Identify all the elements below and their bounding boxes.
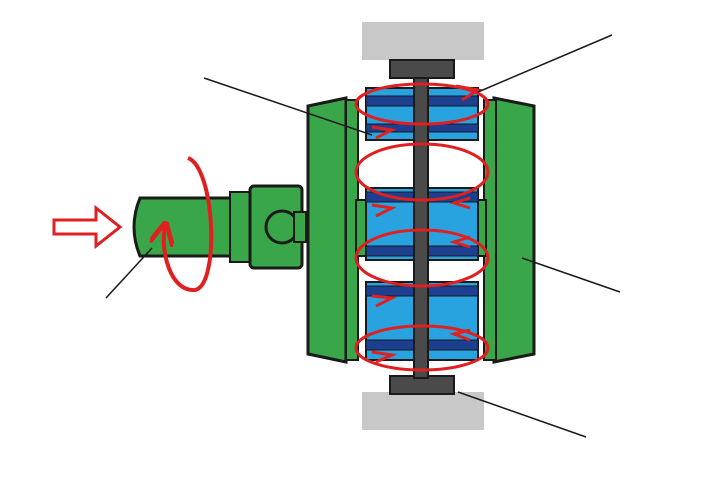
top-bearing bbox=[389, 59, 455, 79]
leader-line bbox=[203, 77, 373, 136]
input-arrow-icon bbox=[52, 204, 123, 250]
flow-loop-icon bbox=[354, 82, 490, 126]
flow-arrowhead bbox=[371, 294, 398, 308]
joint-yoke bbox=[293, 211, 307, 243]
flow-arrowhead bbox=[371, 125, 397, 140]
flow-arrowhead bbox=[448, 196, 471, 210]
leader-line bbox=[521, 257, 621, 293]
flow-loop-icon bbox=[354, 142, 490, 202]
flow-arrowhead bbox=[455, 84, 483, 102]
flow-arrowhead bbox=[448, 328, 471, 342]
left-flange bbox=[306, 96, 348, 364]
leader-line bbox=[457, 391, 587, 438]
bottom-housing-block bbox=[362, 392, 484, 430]
top-housing-block bbox=[362, 22, 484, 60]
rotation-arrow-icon bbox=[164, 156, 214, 292]
flow-arrowhead bbox=[371, 203, 397, 218]
right-flange bbox=[492, 96, 536, 364]
central-shaft bbox=[413, 77, 429, 379]
leader-line bbox=[477, 34, 613, 93]
leader-line bbox=[105, 247, 153, 299]
flow-arrowhead bbox=[448, 235, 471, 249]
flow-loops bbox=[354, 82, 490, 372]
flow-arrowhead bbox=[371, 350, 398, 364]
flow-loop-icon bbox=[354, 228, 490, 288]
flow-loop-icon bbox=[354, 324, 490, 372]
input-shaft bbox=[132, 196, 234, 258]
leader-lines bbox=[105, 34, 621, 438]
